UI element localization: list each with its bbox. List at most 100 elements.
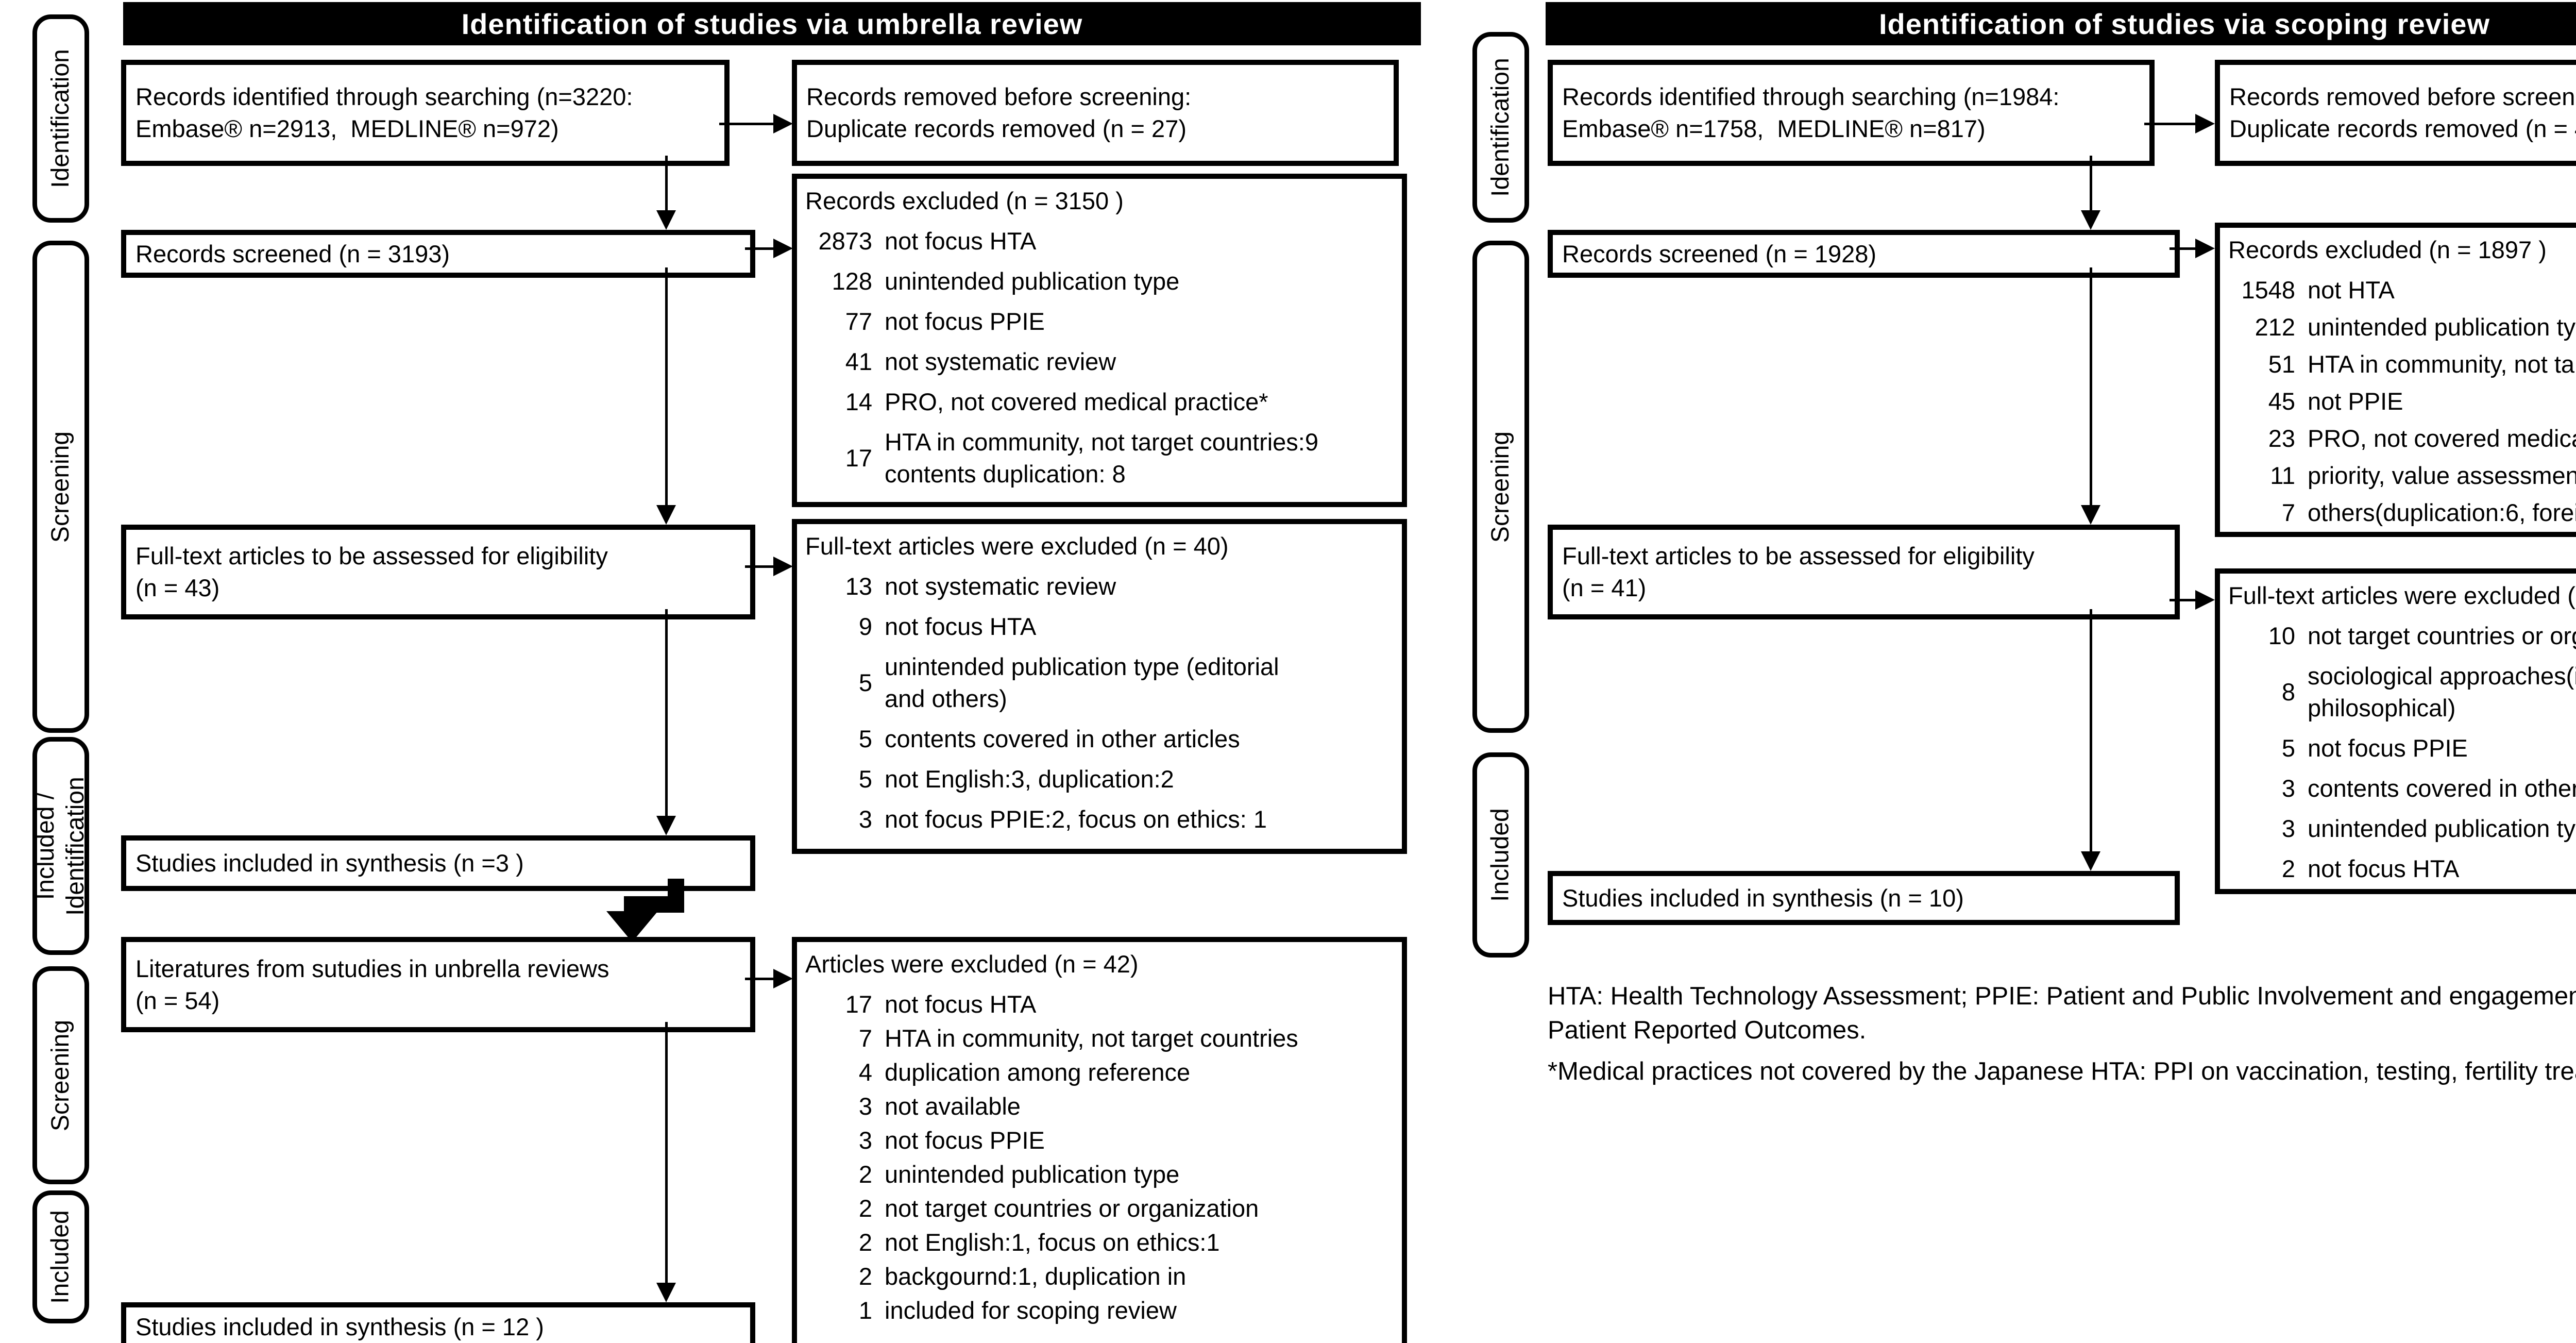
exclusion-reason: unintended publication type [2308, 815, 2576, 842]
connector-line [719, 123, 773, 125]
footnote-medical-practices: *Medical practices not covered by the Ja… [1548, 1057, 2576, 1085]
exclusion-item: 41 not systematic review [805, 346, 1402, 378]
exclusion-count: 2873 [818, 227, 872, 255]
flow-box-studies-synthesis-final-umbrella: Studies included in synthesis (n = 12 ) [121, 1302, 755, 1343]
exclusion-count: 9 [858, 613, 872, 640]
box-records-removed-scoping: Records removed before screening: Duplic… [2215, 60, 2576, 166]
exclusion-count: 45 [2268, 388, 2295, 415]
connector-line [2170, 599, 2196, 601]
exclusion-count: 2 [2281, 855, 2295, 882]
exclusion-reason: unintended publication type (editorial a… [885, 653, 1279, 712]
box-text: Records screened (n = 3193) [135, 240, 450, 267]
left-stage-label-included: Included [32, 1190, 89, 1323]
stage-label-text: Identification [1487, 58, 1515, 197]
exclusion-count: 3 [2281, 775, 2295, 802]
connector-line [2090, 156, 2092, 211]
exclusion-count: 2 [858, 1195, 872, 1222]
connector-line [2144, 123, 2196, 125]
exclusion-count: 212 [2255, 313, 2295, 341]
exclusion-title: Articles were excluded (n = 42) [805, 950, 1139, 978]
exclusion-reason: PRO, not covered medical practice* [885, 388, 1268, 415]
box-text: Studies included in synthesis (n =3 ) [135, 849, 524, 877]
box-text: Literatures from sutudies in unbrella re… [135, 954, 609, 1014]
stage-label-text: Screening [47, 1019, 75, 1131]
arrowhead-down-icon [656, 1283, 676, 1302]
connector-line [665, 609, 668, 817]
box-text: Records removed before screening: Duplic… [806, 83, 1192, 142]
arrowhead-right-icon [2195, 590, 2215, 610]
exclusion-reason: not available [885, 1093, 1021, 1120]
exclusion-reason: duplication among reference [885, 1059, 1191, 1086]
exclusion-reason: not focus PPIE [885, 1127, 1045, 1154]
connector-line [745, 565, 773, 568]
exclusion-reason: HTA in community, not target countries:9… [885, 428, 1319, 488]
exclusion-reason: others(duplication:6, foreign language:1… [2308, 499, 2576, 526]
flow-box-records-screened-scoping: Records screened (n = 1928) [1548, 230, 2180, 278]
exclusion-reason: not PPIE [2308, 388, 2403, 415]
exclusion-reason: not focus PPIE [885, 308, 1045, 335]
connector-line [665, 1022, 668, 1284]
box-text: Studies included in synthesis (n = 12 ) [135, 1313, 544, 1340]
box-text: Full-text articles to be assessed for el… [135, 542, 608, 601]
exclusion-count: 5 [858, 725, 872, 752]
arrowhead-down-icon [2081, 210, 2100, 230]
arrowhead-down-icon [656, 210, 676, 230]
exclusion-count: 3 [858, 805, 872, 833]
stage-label-text: Included [1487, 808, 1515, 902]
exclusion-count: 41 [845, 348, 872, 375]
exclusion-count: 11 [2270, 462, 2295, 489]
exclusion-title: Full-text articles were excluded (n = 31… [2228, 582, 2576, 609]
connector-line [665, 156, 668, 211]
connector-line [2090, 267, 2092, 506]
arrowhead-right-icon [773, 239, 793, 258]
stage-label-text: Included / Identification [32, 776, 90, 916]
exclusion-count: 14 [845, 388, 872, 415]
arrowhead-right-icon [2195, 239, 2215, 258]
right-panel-header: Identification of studies via scoping re… [1546, 2, 2576, 45]
box-text: Records removed before screening: Duplic… [2229, 83, 2576, 142]
exclusion-count: 13 [845, 573, 872, 600]
exclusion-reason: not systematic review [885, 573, 1116, 600]
flow-box-fulltext-assessed-scoping: Full-text articles to be assessed for el… [1548, 525, 2180, 619]
exclusion-count: 2 [858, 1161, 872, 1188]
exclusion-reason: unintended publication type [885, 267, 1180, 295]
exclusion-count: 5 [858, 669, 872, 696]
stage-label-text: Included [47, 1210, 75, 1304]
arrowhead-right-icon [2195, 114, 2215, 133]
flow-box-literatures-from-umbrella: Literatures from sutudies in unbrella re… [121, 937, 755, 1032]
box-text: Records identified through searching (n=… [1562, 83, 2060, 142]
flow-box-fulltext-assessed-umbrella: Full-text articles to be assessed for el… [121, 525, 755, 619]
exclusion-count: 7 [2281, 499, 2295, 526]
exclusion-reason: not focus PPIE:2, focus on ethics: 1 [885, 805, 1267, 833]
box-fulltext-excluded-umbrella: Full-text articles were excluded (n = 40… [792, 519, 1407, 854]
exclusion-count: 17 [845, 991, 872, 1018]
exclusion-reason: not systematic review [885, 348, 1116, 375]
exclusion-item: 13 not systematic review [805, 570, 1402, 602]
exclusion-count: 128 [832, 267, 872, 295]
flow-box-records-screened-umbrella: Records screened (n = 3193) [121, 230, 755, 278]
exclusion-reason: priority, value assessment [2308, 462, 2576, 489]
flow-box-records-identified-umbrella: Records identified through searching (n=… [121, 60, 730, 166]
arrowhead-down-icon [2081, 505, 2100, 525]
exclusion-reason: not focus PPIE [2308, 734, 2468, 762]
exclusion-count: 23 [2268, 425, 2295, 452]
arrowhead-down-icon [656, 505, 676, 525]
arrowhead-down-icon [656, 816, 676, 835]
